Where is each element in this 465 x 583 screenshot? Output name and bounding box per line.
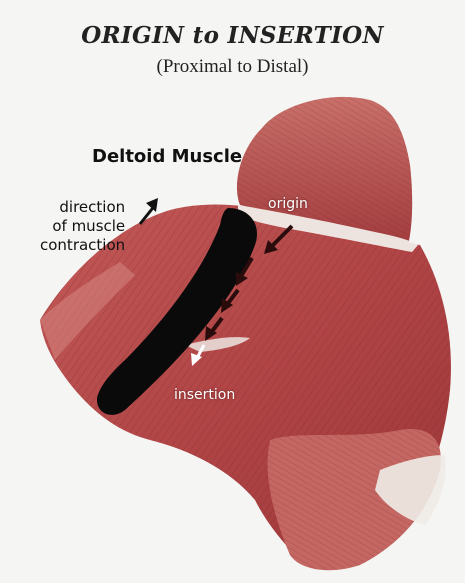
direction-line: of muscle bbox=[40, 217, 125, 236]
direction-line: direction bbox=[40, 198, 125, 217]
direction-line: contraction bbox=[40, 236, 125, 255]
origin-label: origin bbox=[268, 196, 308, 212]
page-subtitle: (Proximal to Distal) bbox=[0, 56, 465, 78]
page-title: ORIGIN to INSERTION bbox=[0, 22, 465, 49]
insertion-label: insertion bbox=[174, 387, 235, 403]
muscle-name-label: Deltoid Muscle bbox=[92, 146, 242, 167]
direction-label: direction of muscle contraction bbox=[40, 198, 125, 255]
